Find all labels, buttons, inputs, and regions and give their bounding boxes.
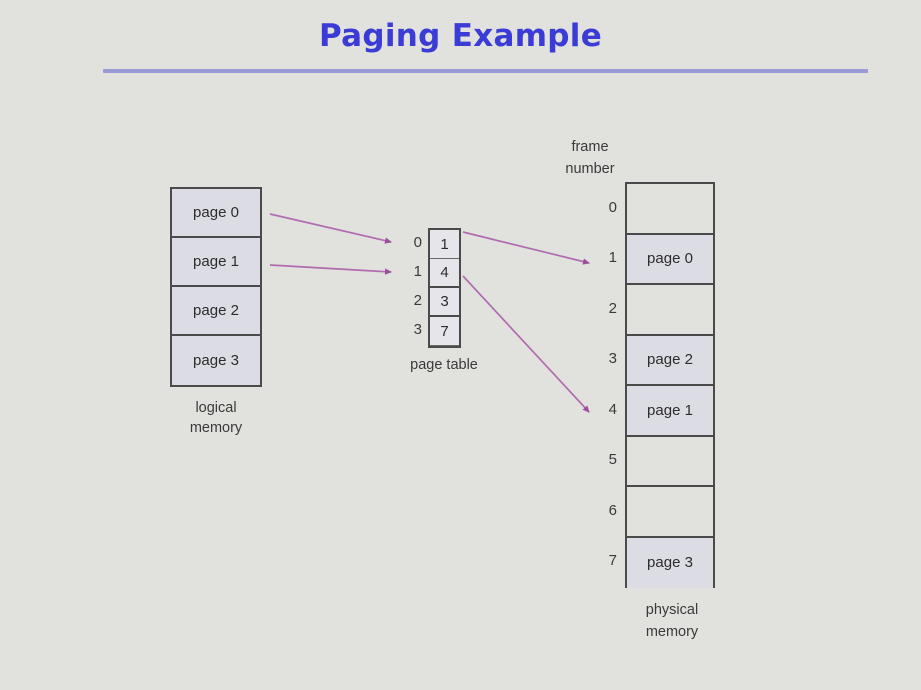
frame-number-label-line2: number bbox=[565, 161, 615, 177]
physical-memory-box: page 0 page 2 page 1 page 3 bbox=[625, 182, 715, 588]
frame-index: 4 bbox=[608, 400, 617, 418]
physical-memory-frame: page 1 bbox=[627, 386, 713, 437]
page-title: Paging Example bbox=[318, 18, 603, 54]
frame-index: 5 bbox=[608, 451, 617, 469]
logical-memory-cell: page 0 bbox=[172, 189, 260, 238]
physical-memory-frame bbox=[627, 436, 713, 487]
logical-memory-label: logical memory bbox=[146, 398, 286, 438]
page-table-cell: 3 bbox=[430, 288, 459, 317]
frame-index: 6 bbox=[608, 501, 617, 519]
frame-index: 2 bbox=[608, 299, 617, 317]
logical-memory-label-line1: logical bbox=[195, 400, 237, 416]
physical-memory-frame: page 2 bbox=[627, 335, 713, 386]
physical-memory-frame bbox=[627, 184, 713, 235]
frame-index: 0 bbox=[608, 198, 617, 216]
page-table-index-column: 0 1 2 3 bbox=[398, 228, 422, 348]
frame-number-label: frame number bbox=[540, 136, 640, 180]
page-table-box: 1 4 3 7 bbox=[428, 228, 461, 348]
page-table-index: 1 bbox=[413, 263, 422, 280]
page-table-label: page table bbox=[410, 357, 478, 373]
logical-memory-box: page 0 page 1 page 2 page 3 bbox=[170, 187, 262, 387]
physical-memory-frame: page 3 bbox=[627, 537, 713, 588]
page-table-cell: 4 bbox=[430, 259, 459, 288]
arrow-page1-to-pte1 bbox=[269, 264, 392, 275]
page-table-cell: 7 bbox=[430, 317, 459, 346]
physical-memory-label-line2: memory bbox=[645, 624, 699, 640]
frame-index: 7 bbox=[608, 552, 617, 570]
page-table-index: 0 bbox=[413, 234, 422, 251]
arrow-page0-to-pte0 bbox=[269, 213, 392, 244]
page-table-cell: 1 bbox=[430, 230, 459, 259]
physical-memory-label: physical memory bbox=[602, 599, 742, 643]
physical-memory-frame: page 0 bbox=[627, 234, 713, 285]
arrow-pte1-to-frame4 bbox=[462, 275, 590, 413]
physical-memory-frame bbox=[627, 487, 713, 538]
physical-memory-label-line1: physical bbox=[645, 602, 699, 618]
arrow-pte0-to-frame1 bbox=[462, 231, 590, 265]
page-table-index: 2 bbox=[413, 292, 422, 309]
frame-index: 1 bbox=[608, 249, 617, 267]
logical-memory-cell: page 2 bbox=[172, 287, 260, 336]
frame-number-label-line1: frame bbox=[571, 139, 609, 155]
frame-index: 3 bbox=[608, 350, 617, 368]
page-table-index: 3 bbox=[413, 321, 422, 338]
logical-memory-label-line2: memory bbox=[189, 420, 243, 436]
physical-memory-frame bbox=[627, 285, 713, 336]
logical-memory-cell: page 3 bbox=[172, 336, 260, 385]
logical-memory-cell: page 1 bbox=[172, 238, 260, 287]
title-divider bbox=[103, 69, 868, 73]
frame-index-column: 0 1 2 3 4 5 6 7 bbox=[597, 182, 617, 588]
